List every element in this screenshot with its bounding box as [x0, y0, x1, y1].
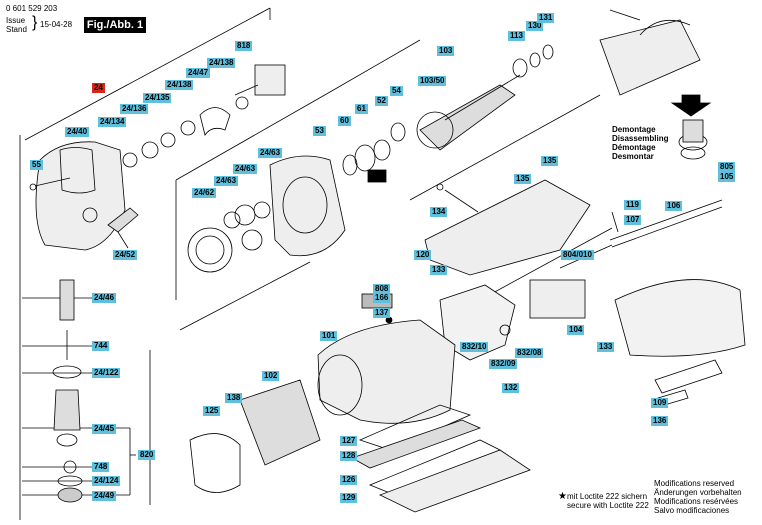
- callout-133-a: 133: [430, 265, 448, 275]
- callout-103: 103: [437, 46, 455, 56]
- callout-24-138-b: 24/138: [207, 58, 236, 68]
- callout-24-135: 24/135: [143, 93, 172, 103]
- modifications-de: Änderungen vorbehalten: [654, 488, 742, 497]
- callout-133-b: 133: [597, 342, 615, 352]
- demontage-fr: Démontage: [612, 143, 656, 152]
- callout-24-63-c: 24/63: [214, 176, 239, 186]
- callout-24: 24: [92, 83, 105, 93]
- demontage-de: Demontage: [612, 125, 656, 134]
- loctite-note-en: secure with Loctite 222: [567, 501, 649, 510]
- loctite-star: ★: [558, 491, 567, 502]
- callout-101: 101: [320, 331, 338, 341]
- callout-132: 132: [502, 383, 520, 393]
- callout-24-47: 24/47: [186, 68, 211, 78]
- callout-120: 120: [414, 250, 432, 260]
- callout-24-63-b: 24/63: [233, 164, 258, 174]
- callout-129: 129: [340, 493, 358, 503]
- callout-166: 166: [373, 293, 391, 303]
- loctite-note-de: mit Loctite 222 sichern: [567, 492, 648, 501]
- callout-24-136: 24/136: [120, 104, 149, 114]
- callout-109: 109: [651, 398, 669, 408]
- callout-130: 130: [526, 21, 544, 31]
- callout-24-138-a: 24/138: [165, 80, 194, 90]
- callout-804-010: 804/010: [561, 250, 594, 260]
- callout-832-08: 832/08: [515, 348, 544, 358]
- callout-104: 104: [567, 325, 585, 335]
- callout-128: 128: [340, 451, 358, 461]
- callout-24-124: 24/124: [92, 476, 121, 486]
- callout-131: 131: [537, 13, 555, 23]
- part-number: 0 601 529 203: [6, 4, 58, 13]
- callout-105: 105: [718, 172, 736, 182]
- callout-24-45: 24/45: [92, 424, 117, 434]
- callout-805: 805: [718, 162, 736, 172]
- callout-106: 106: [665, 201, 683, 211]
- callout-119: 119: [624, 200, 641, 210]
- callout-102: 102: [262, 371, 280, 381]
- callout-744: 744: [92, 341, 110, 351]
- callout-135-a: 135: [541, 156, 559, 166]
- callout-127: 127: [340, 436, 358, 446]
- callout-137: 137: [373, 308, 391, 318]
- modifications-en: Modifications reserved: [654, 479, 735, 488]
- callout-53: 53: [313, 126, 326, 136]
- callout-138: 138: [225, 393, 243, 403]
- modifications-es: Salvo modificaciones: [654, 506, 730, 515]
- callout-107: 107: [624, 215, 642, 225]
- callout-24-40: 24/40: [65, 127, 90, 137]
- callout-52: 52: [375, 96, 388, 106]
- callout-103-50: 103/50: [418, 76, 447, 86]
- callout-748: 748: [92, 462, 110, 472]
- stand-label: Stand: [6, 25, 27, 34]
- callout-24-52: 24/52: [113, 250, 138, 260]
- callout-135-b: 135: [514, 174, 532, 184]
- callout-125: 125: [203, 406, 221, 416]
- callout-820: 820: [138, 450, 156, 460]
- issue-date: 15-04-28: [40, 20, 73, 29]
- brace: }: [32, 14, 38, 31]
- callout-24-122: 24/122: [92, 368, 121, 378]
- callout-24-49: 24/49: [92, 491, 117, 501]
- modifications-fr: Modifications resérvées: [654, 497, 739, 506]
- callout-24-63-a: 24/63: [258, 148, 283, 158]
- callout-136: 136: [651, 416, 669, 426]
- callout-54: 54: [390, 86, 403, 96]
- callout-61: 61: [355, 104, 368, 114]
- callout-832-10: 832/10: [460, 342, 489, 352]
- callout-808: 808: [373, 284, 391, 294]
- callout-24-62: 24/62: [192, 188, 217, 198]
- callout-134: 134: [430, 207, 448, 217]
- callout-832-09: 832/09: [489, 359, 518, 369]
- callout-60: 60: [338, 116, 351, 126]
- callout-113: 113: [508, 31, 525, 41]
- issue-label: Issue: [6, 16, 26, 25]
- callout-24-46: 24/46: [92, 293, 117, 303]
- callout-55: 55: [30, 160, 43, 170]
- figure-badge: Fig./Abb. 1: [84, 17, 146, 33]
- callout-24-134: 24/134: [98, 117, 127, 127]
- demontage-en: Disassembling: [612, 134, 669, 143]
- demontage-es: Desmontar: [612, 152, 654, 161]
- callout-818: 818: [235, 41, 253, 51]
- callout-126: 126: [340, 475, 358, 485]
